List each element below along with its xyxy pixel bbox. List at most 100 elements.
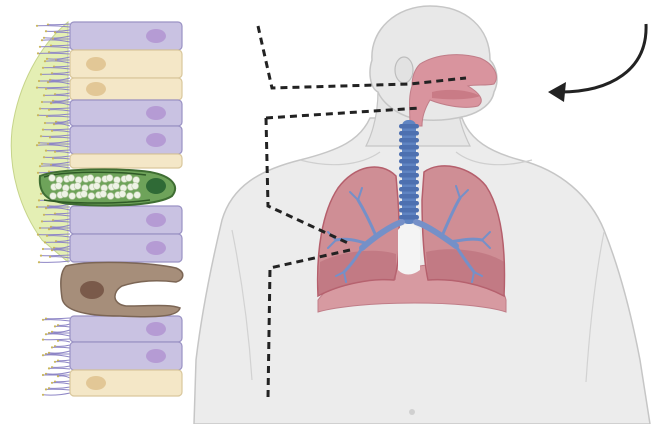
- mucin-granule: [55, 183, 62, 190]
- ciliated-nucleus: [146, 241, 166, 255]
- cilium-tip: [46, 115, 48, 117]
- cilium-tip: [48, 228, 50, 230]
- mucin-granule: [125, 175, 132, 182]
- arrow-shaft: [560, 24, 646, 92]
- cilium: [46, 389, 70, 390]
- cilium-tip: [37, 114, 39, 116]
- cilium-tip: [39, 46, 41, 48]
- mucin-granule: [132, 183, 139, 190]
- cilium-tip: [37, 172, 39, 174]
- cilium: [52, 347, 70, 348]
- cilium-tip: [45, 207, 47, 209]
- basal-cell: [70, 154, 182, 168]
- mucin-granule: [106, 175, 113, 182]
- cilium-tip: [40, 73, 42, 75]
- cilium-tip: [43, 156, 45, 158]
- cilium-tip: [43, 94, 45, 96]
- cilium: [48, 24, 70, 25]
- cilium-tip: [38, 199, 40, 201]
- cilium-tip: [39, 227, 41, 229]
- ciliated-nucleus: [146, 133, 166, 147]
- cilium-tip: [51, 346, 53, 348]
- cilium-tip: [36, 87, 38, 89]
- cilium-tip: [45, 333, 47, 335]
- cilium-tip: [42, 319, 44, 321]
- cilium-tip: [42, 339, 44, 341]
- cilium-tip: [39, 108, 41, 110]
- ciliated-nucleus: [146, 106, 166, 120]
- mucin-granule: [119, 191, 126, 198]
- cilium-tip: [37, 52, 39, 54]
- mucin-granule: [75, 177, 82, 184]
- cilium-tip: [42, 248, 44, 250]
- cilium-tip: [45, 150, 47, 152]
- mucin-granule: [61, 191, 68, 198]
- basal-nucleus: [86, 376, 106, 390]
- cilium-tip: [43, 214, 45, 216]
- ear: [395, 57, 413, 83]
- mucin-granule: [133, 177, 140, 184]
- mucin-granule: [62, 185, 69, 192]
- trachea-ring: [399, 138, 419, 143]
- trachea-ring: [399, 145, 419, 150]
- mucin-granule: [100, 191, 107, 198]
- goblet-cell: [40, 169, 175, 205]
- mucin-granule: [94, 177, 101, 184]
- cilium: [46, 372, 70, 374]
- cilium-tip: [57, 340, 59, 342]
- cilium-tip: [54, 361, 56, 363]
- cilium: [46, 334, 70, 336]
- mucin-granule: [82, 185, 89, 192]
- trachea-ring: [399, 180, 419, 185]
- mucin-granules: [49, 175, 141, 200]
- cilium-tip: [41, 163, 43, 165]
- cilium-tip: [38, 80, 40, 82]
- mucin-granule: [120, 185, 127, 192]
- cilium-tip: [43, 37, 45, 39]
- cilium: [43, 339, 70, 340]
- cilium-tip: [38, 261, 40, 263]
- cilium-tip: [45, 88, 47, 90]
- cilia-bundle-lower: [42, 318, 70, 396]
- cilium-tip: [44, 241, 46, 243]
- ciliated-nucleus: [146, 213, 166, 227]
- mucin-granule: [74, 183, 81, 190]
- cilium-tip: [36, 206, 38, 208]
- mucin-granule: [134, 192, 141, 199]
- damaged-cell-nucleus: [80, 281, 104, 299]
- navel: [409, 409, 415, 415]
- cilium-tip: [52, 157, 54, 159]
- arrow-head: [548, 82, 566, 102]
- cilium-tip: [40, 193, 42, 195]
- cilium-tip: [49, 136, 51, 138]
- cilium-tip: [41, 101, 43, 103]
- cilium: [43, 355, 70, 357]
- trachea-ring: [399, 215, 419, 220]
- cilium-tip: [40, 255, 42, 257]
- mucin-granule: [101, 185, 108, 192]
- mucin-granule: [114, 177, 121, 184]
- cilium: [43, 393, 70, 395]
- cilium-tip: [42, 354, 44, 356]
- trachea-ring: [399, 173, 419, 178]
- cilium-tip: [44, 60, 46, 62]
- epithelium-panel: [11, 22, 183, 396]
- mucin-granule: [113, 183, 120, 190]
- cilium: [43, 320, 70, 321]
- ciliated-nucleus: [146, 349, 166, 363]
- trachea-ring: [399, 131, 419, 136]
- cilium: [52, 330, 70, 332]
- cilium-tip: [41, 220, 43, 222]
- cilium-tip: [36, 25, 38, 27]
- cilium-tip: [42, 374, 44, 376]
- cilium-tip: [51, 382, 53, 384]
- mucin-granule: [68, 175, 75, 182]
- cilium-tip: [57, 375, 59, 377]
- body-panel: [194, 6, 650, 424]
- cilium: [58, 341, 70, 342]
- goblet-nucleus: [146, 178, 166, 194]
- epithelial-cell-column: [70, 22, 182, 396]
- trachea-ring: [399, 159, 419, 164]
- cilium: [49, 351, 70, 353]
